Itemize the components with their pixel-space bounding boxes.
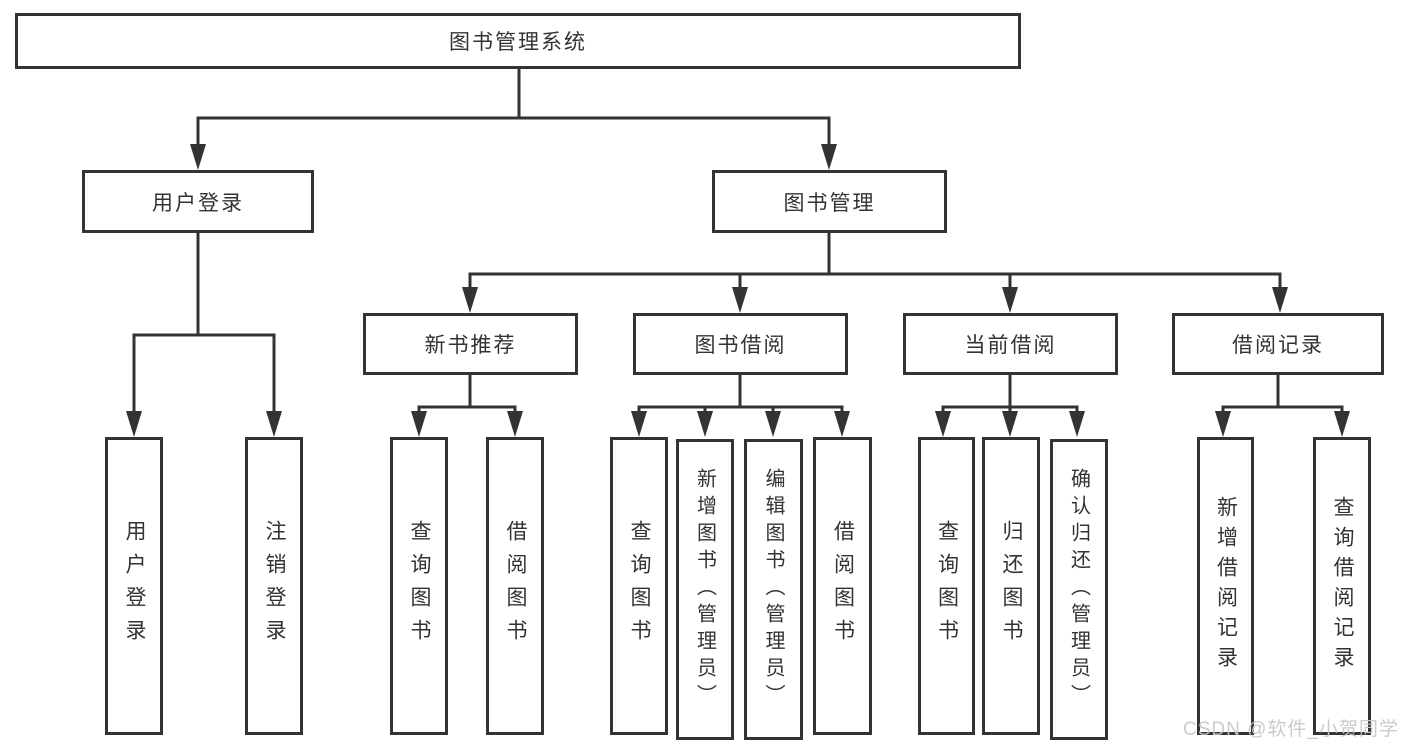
- leaf-query-books-borrow-label: 查询图书: [628, 520, 651, 652]
- leaf-add-books-admin-label: 新增图书（管理员）: [693, 468, 716, 711]
- leaf-return-books-label: 归还图书: [1000, 520, 1023, 652]
- node-user-login-label: 用户登录: [152, 191, 244, 215]
- leaf-query-books-recommend: 查询图书: [390, 437, 448, 735]
- leaf-borrow-books-recommend-label: 借阅图书: [504, 520, 527, 652]
- connector-path: [132, 66, 1344, 412]
- leaf-borrow-books: 借阅图书: [813, 437, 872, 735]
- leaf-borrow-books-recommend: 借阅图书: [486, 437, 544, 735]
- leaf-add-books-admin: 新增图书（管理员）: [676, 439, 734, 740]
- node-borrowing-records-label: 借阅记录: [1232, 334, 1324, 357]
- leaf-edit-books-admin-label: 编辑图书（管理员）: [762, 468, 784, 711]
- node-borrowing-records: 借阅记录: [1172, 313, 1384, 375]
- leaf-add-borrow-record: 新增借阅记录: [1197, 437, 1254, 735]
- leaf-query-books-current: 查询图书: [918, 437, 975, 735]
- node-book-borrowing: 图书借阅: [633, 313, 848, 375]
- leaf-logout-label: 注销登录: [263, 520, 286, 652]
- leaf-query-books-recommend-label: 查询图书: [408, 520, 431, 652]
- leaf-edit-books-admin: 编辑图书（管理员）: [744, 439, 803, 740]
- node-book-borrowing-label: 图书借阅: [694, 334, 787, 357]
- leaf-logout: 注销登录: [245, 437, 303, 735]
- leaf-query-borrow-record: 查询借阅记录: [1313, 437, 1371, 735]
- arrowhead-icons: [126, 144, 1350, 437]
- leaf-user-login-label: 用户登录: [123, 520, 146, 652]
- node-book-management: 图书管理: [712, 170, 947, 233]
- node-new-book-recommend: 新书推荐: [363, 313, 578, 375]
- node-current-borrowing-label: 当前借阅: [964, 334, 1057, 357]
- node-book-management-label: 图书管理: [783, 191, 876, 215]
- node-root: 图书管理系统: [15, 13, 1021, 69]
- node-current-borrowing: 当前借阅: [903, 313, 1118, 375]
- leaf-user-login: 用户登录: [105, 437, 163, 735]
- leaf-query-borrow-record-label: 查询借阅记录: [1331, 496, 1354, 676]
- node-new-book-recommend-label: 新书推荐: [424, 334, 517, 357]
- leaf-add-borrow-record-label: 新增借阅记录: [1214, 496, 1238, 676]
- leaf-borrow-books-label: 借阅图书: [831, 520, 855, 652]
- node-user-login: 用户登录: [82, 170, 314, 233]
- leaf-confirm-return-admin-label: 确认归还（管理员）: [1067, 468, 1090, 711]
- watermark: CSDN @软件_小贺同学: [1183, 719, 1399, 740]
- leaf-query-books-borrow: 查询图书: [610, 437, 668, 735]
- node-root-label: 图书管理系统: [449, 31, 587, 54]
- leaf-query-books-current-label: 查询图书: [935, 520, 959, 652]
- leaf-return-books: 归还图书: [982, 437, 1040, 735]
- leaf-confirm-return-admin: 确认归还（管理员）: [1050, 439, 1108, 740]
